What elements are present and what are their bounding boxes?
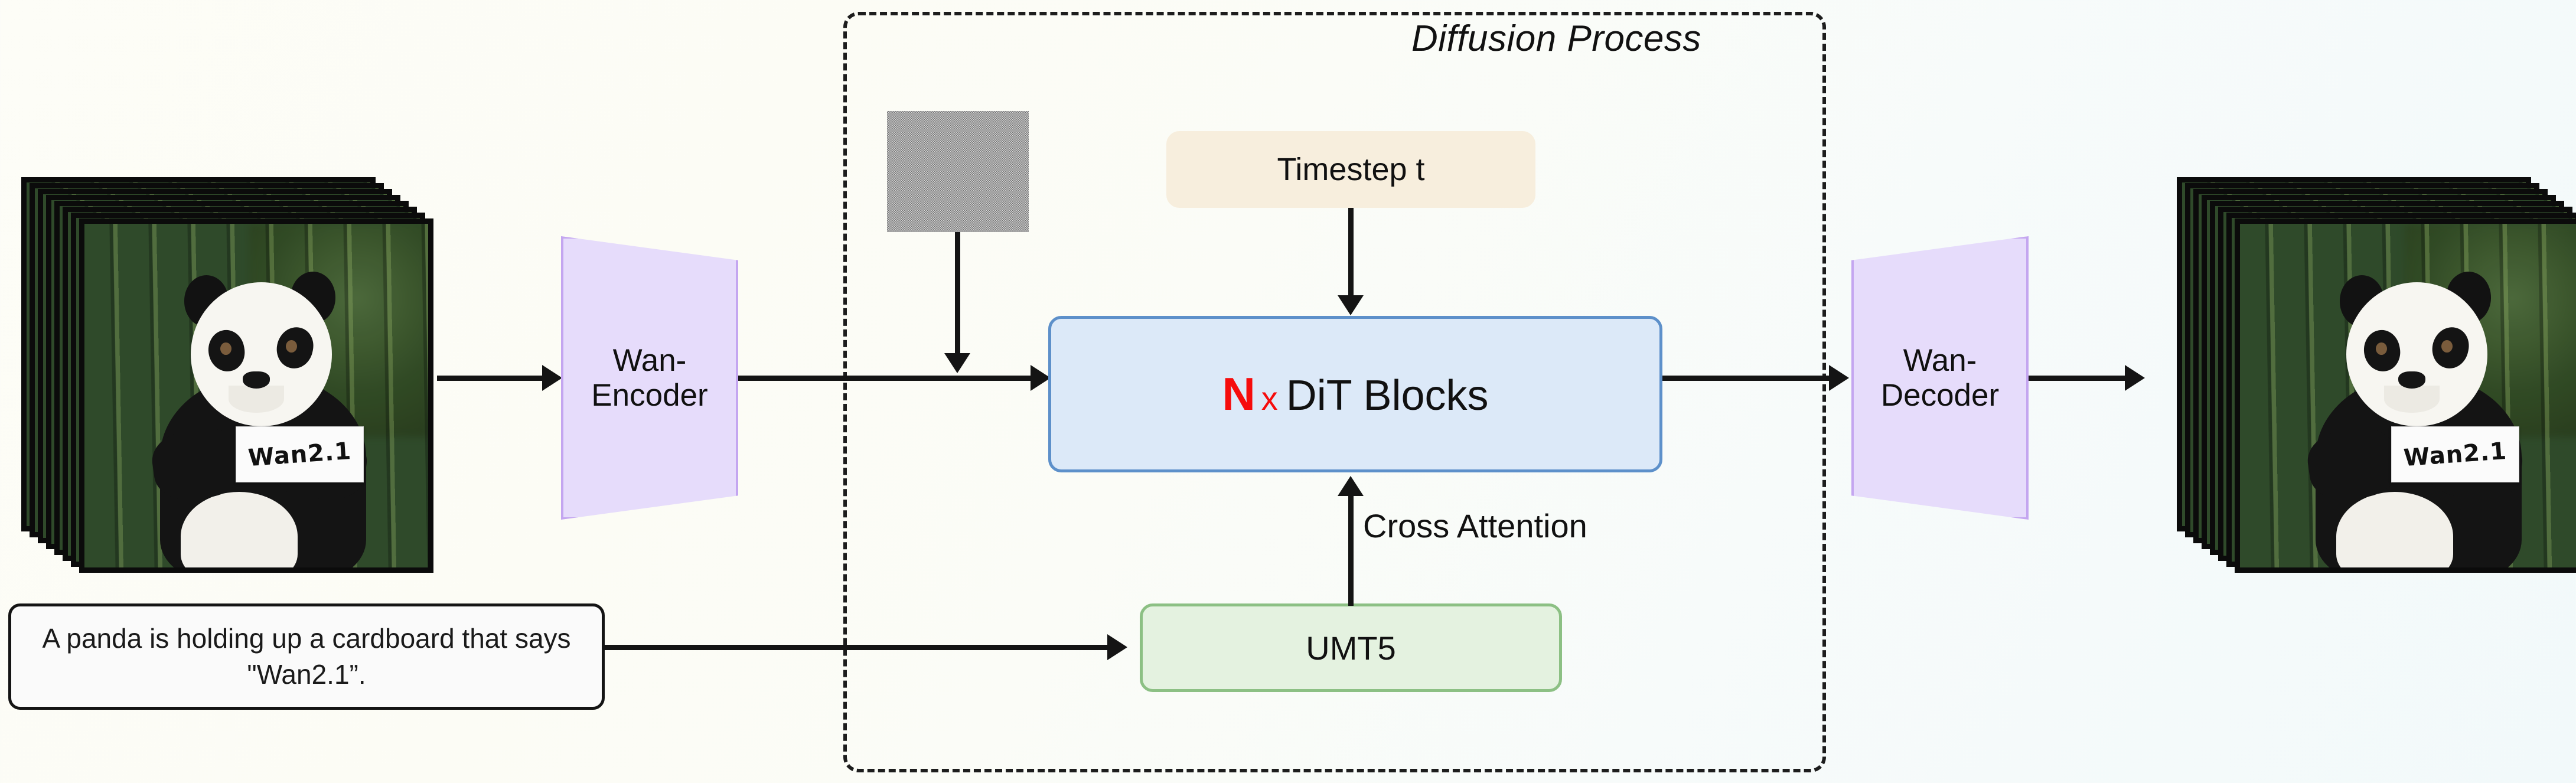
prompt-text: A panda is holding up a cardboard that s… — [42, 623, 571, 690]
umt5-block[interactable]: UMT5 — [1140, 603, 1562, 692]
arrow-input-to-encoder-line — [437, 376, 543, 381]
input-sign-text: Wan2.1 — [247, 437, 353, 472]
arrow-decoder-to-output-head — [2125, 365, 2145, 391]
arrow-dit-to-decoder-head — [1829, 365, 1849, 391]
diffusion-process-region — [843, 12, 1826, 772]
arrow-encoder-to-dit-head — [1031, 365, 1051, 391]
output-frame-front: Wan2.1 — [2235, 218, 2576, 573]
wan-decoder-block[interactable]: Wan- Decoder — [1851, 236, 2029, 520]
arrow-noise-to-path-head — [944, 353, 970, 373]
dit-repeat-count: N — [1222, 368, 1256, 420]
diffusion-process-title: Diffusion Process — [1411, 18, 1701, 59]
arrow-timestep-to-dit-head — [1338, 295, 1364, 315]
input-frame-front: Wan2.1 — [79, 218, 433, 573]
wan-encoder-label: Wan- Encoder — [591, 343, 707, 413]
timestep-block[interactable]: Timestep t — [1166, 131, 1535, 208]
arrow-decoder-to-output-line — [2029, 376, 2129, 381]
wan-encoder-block[interactable]: Wan- Encoder — [561, 236, 738, 520]
wan-decoder-label: Wan- Decoder — [1881, 343, 1999, 413]
arrow-umt5-to-dit-head — [1338, 476, 1364, 496]
arrow-timestep-to-dit-line — [1348, 208, 1354, 299]
arrow-prompt-to-umt5-line — [605, 645, 1110, 650]
arrow-prompt-to-umt5-head — [1107, 634, 1127, 660]
output-sign: Wan2.1 — [2391, 426, 2520, 483]
input-video-frame-stack: Wan2.1 — [11, 177, 433, 579]
output-sign-text: Wan2.1 — [2402, 437, 2508, 472]
noise-latent-patch — [887, 111, 1029, 232]
input-sign: Wan2.1 — [236, 426, 364, 483]
wan-decoder-label-line1: Wan- — [1903, 342, 1977, 378]
wan-encoder-label-line1: Wan- — [612, 342, 687, 378]
dit-blocks-label: N x DiT Blocks — [1222, 367, 1488, 421]
output-video-frame-stack: Wan2.1 — [2166, 177, 2576, 579]
arrow-encoder-to-dit-line — [738, 376, 1036, 381]
wan-decoder-shape — [1851, 236, 2029, 520]
umt5-label: UMT5 — [1306, 629, 1396, 667]
prompt-text-box[interactable]: A panda is holding up a cardboard that s… — [8, 603, 605, 710]
dit-blocks-text: DiT Blocks — [1286, 372, 1489, 419]
arrow-dit-to-decoder-line — [1662, 376, 1834, 381]
wan-decoder-label-line2: Decoder — [1880, 378, 2000, 413]
timestep-label: Timestep t — [1277, 152, 1425, 187]
cross-attention-label: Cross Attention — [1363, 507, 1587, 544]
arrow-umt5-to-dit-line — [1348, 495, 1354, 606]
arrow-input-to-encoder-head — [542, 365, 562, 391]
dit-multiply-sign: x — [1261, 380, 1278, 417]
wan-encoder-label-line2: Encoder — [591, 378, 708, 413]
dit-blocks-block[interactable]: N x DiT Blocks — [1048, 316, 1662, 472]
arrow-noise-to-path-line — [955, 232, 960, 353]
